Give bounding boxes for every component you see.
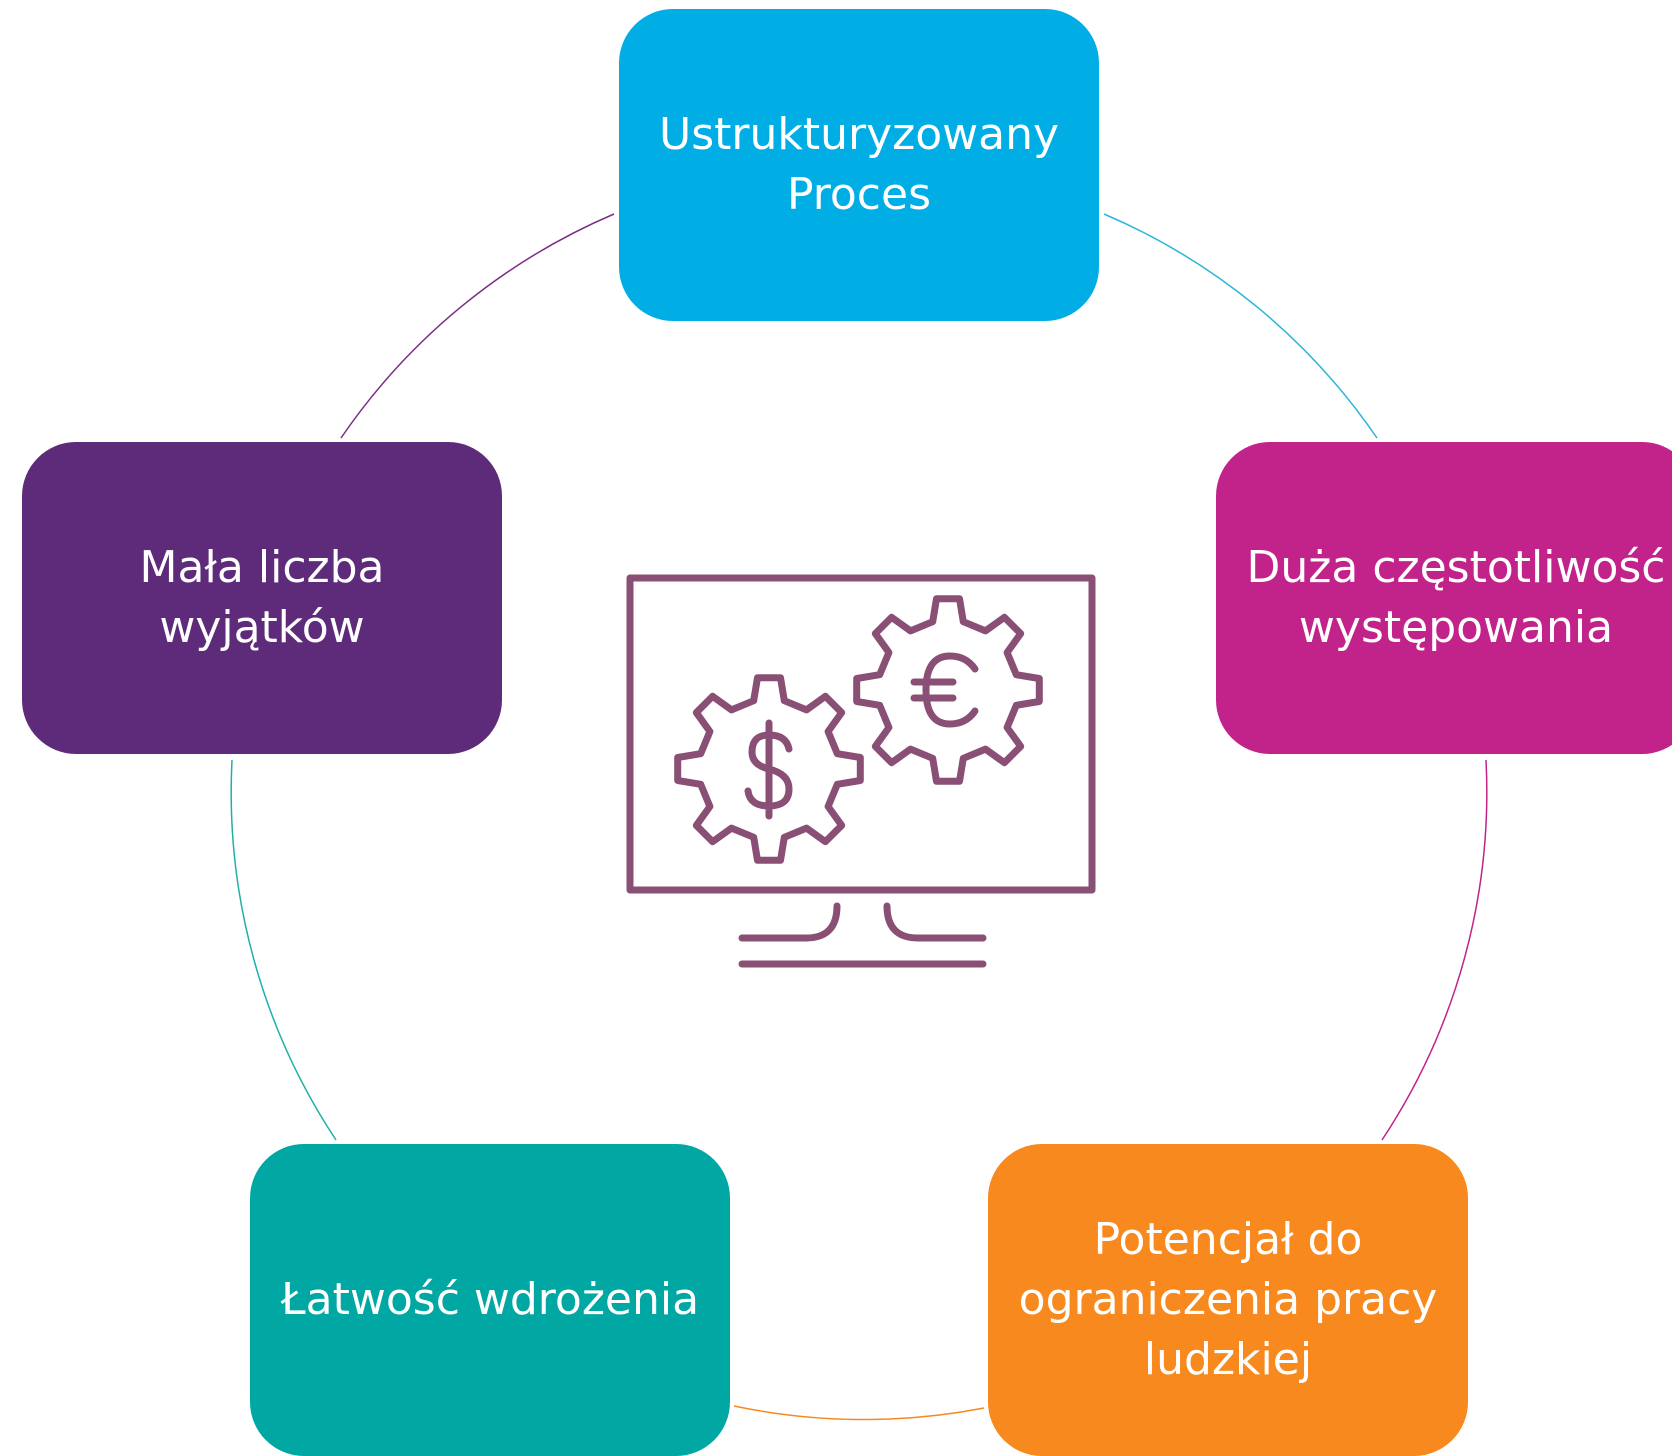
arc-left-bottom: [230, 759, 337, 1141]
arc-right-bottom: [1381, 759, 1488, 1141]
arc-top-right: [1103, 213, 1378, 439]
node-labor-reduction: Potencjał do ograniczenia pracy ludzkiej: [988, 1144, 1468, 1456]
node-structured-process: Ustrukturyzowany Proces: [619, 9, 1099, 321]
node-few-exceptions: Mała liczba wyjątków: [22, 442, 502, 754]
euro-symbol: [910, 652, 979, 728]
gear-euro-icon: [853, 595, 1043, 785]
monitor-screen: [626, 574, 1096, 894]
dollar-symbol: [744, 719, 793, 820]
monitor-gears-dollar-euro-icon: [626, 574, 1096, 968]
node-high-frequency: Duża częstotliwość występowania: [1216, 442, 1672, 754]
monitor-stand: [738, 902, 987, 968]
arc-top-left: [340, 213, 615, 439]
gear-dollar-icon: [674, 674, 864, 864]
node-ease-of-deployment: Łatwość wdrożenia: [250, 1144, 730, 1456]
arc-bottom: [733, 1405, 985, 1421]
